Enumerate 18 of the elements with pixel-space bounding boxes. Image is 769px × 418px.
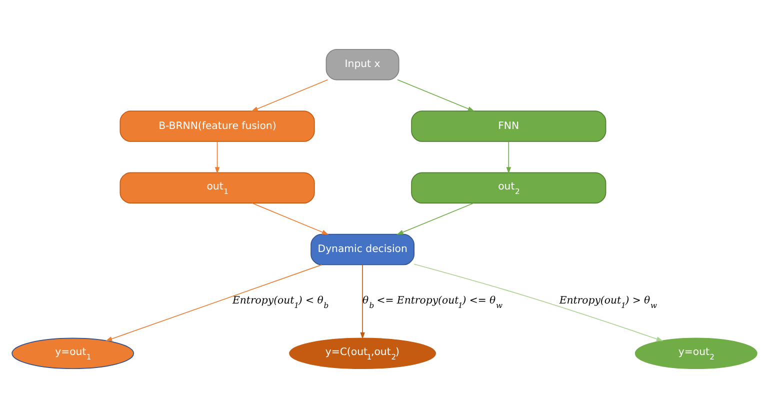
arrow [396,202,474,235]
node-box: B-BRNN(feature fusion) [120,110,315,142]
arrow [252,202,329,235]
edge-label: Entropy(out$_{1}$) < θ$_{b}$ [232,295,329,310]
arrow [397,79,475,112]
arrow [360,264,365,340]
arrow [105,264,322,342]
arrow [251,79,328,112]
arrow [414,264,664,342]
node-box: out$_{2}$ [411,172,606,204]
arrow [506,141,512,174]
node-ellipse: y=C(out$_{1}$,out$_{2}$) [289,338,436,370]
node-box: Input x [326,48,400,80]
node-box: Dynamic decision [310,234,414,266]
node-box: FNN [411,110,606,142]
arrow [214,141,220,174]
edge-label: Entropy(out$_{1}$) > θ$_{w}$ [559,295,658,310]
node-box: out$_{1}$ [120,172,315,204]
